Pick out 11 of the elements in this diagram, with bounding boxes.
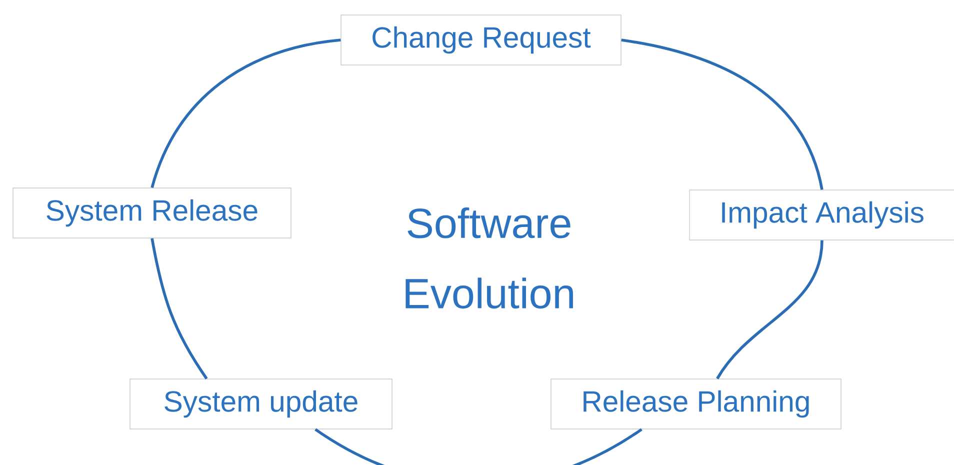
stage-box: Change Request: [340, 14, 622, 66]
cycle-arc: [150, 38, 341, 188]
cycle-arc: [621, 38, 824, 190]
center-title: Software Evolution: [406, 207, 573, 309]
cycle-arc: [314, 428, 642, 465]
stage-box: Impact Analysis: [689, 190, 954, 240]
stage-box: System Release: [12, 188, 292, 238]
stage-box: System update: [130, 378, 392, 430]
cycle-arc: [150, 238, 208, 380]
cycle-arc: [716, 240, 824, 380]
stage-box: Release Planning: [550, 378, 842, 430]
